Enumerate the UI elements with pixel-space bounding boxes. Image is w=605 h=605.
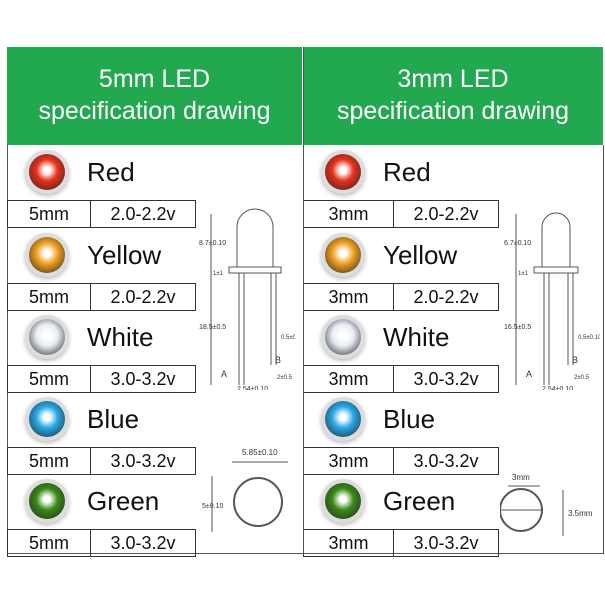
led-icon	[29, 401, 65, 437]
pin-b: B	[572, 355, 578, 365]
led-icon	[325, 319, 361, 355]
color-name: Green	[383, 485, 456, 516]
voltage-cell: 3.0-3.2v	[393, 529, 499, 557]
voltage-cell: 2.0-2.2v	[393, 283, 499, 311]
header-title: 5mm LED	[98, 65, 211, 93]
dim-lead: 18.5±0.5	[199, 324, 226, 331]
left-color-row: White	[7, 310, 303, 364]
dim-lead: 16.5±0.5	[504, 324, 531, 331]
dim-pitch: 2.54±0.10	[237, 386, 268, 390]
dim-height: 8.7±0.10	[199, 240, 226, 247]
dim-height: 6.7±0.10	[504, 240, 531, 247]
voltage-cell: 3.0-3.2v	[393, 365, 499, 393]
size-cell: 3mm	[303, 365, 394, 393]
right-color-row: Blue	[303, 392, 604, 446]
led-icon	[29, 319, 65, 355]
voltage-cell: 2.0-2.2v	[90, 283, 196, 311]
led-icon	[325, 483, 361, 519]
right-color-row: White	[303, 310, 604, 364]
color-name: Yellow	[87, 239, 162, 270]
left-color-row: Blue	[7, 392, 303, 446]
size-cell: 5mm	[7, 529, 91, 557]
led-icon	[29, 154, 65, 190]
color-name: White	[87, 321, 154, 352]
dim-short: 2±0.5	[574, 375, 590, 381]
right-led-side-drawing: 6.7±0.10 1±1 16.5±0.5 0.5±0.10 B A 2±0.5…	[504, 212, 600, 390]
dim-lead-width: 0.5±0.10	[578, 335, 600, 341]
dim-flange: 1±1	[213, 271, 224, 277]
dim-flange: 1±1	[518, 271, 529, 277]
pin-a: A	[526, 369, 532, 379]
color-name: Yellow	[383, 239, 458, 270]
size-cell: 5mm	[7, 200, 91, 228]
right-led-top-drawing: 3mm 3.5mm	[500, 473, 593, 536]
left-color-row: Yellow	[7, 228, 303, 282]
right-header: 3mm LED specification drawing	[303, 47, 604, 145]
left-color-row: Green	[7, 474, 303, 528]
dim-body: 5±0.10	[202, 503, 223, 510]
header-title: 3mm LED	[397, 65, 509, 93]
header-subtitle: specification drawing	[38, 97, 271, 125]
voltage-cell: 3.0-3.2v	[393, 447, 499, 475]
divider	[303, 47, 304, 554]
left-led-side-drawing: 8.7±0.10 1±1 18.5±0.5 0.5±0.10 B A 2±0.5…	[199, 208, 295, 390]
led-icon	[325, 237, 361, 273]
size-cell: 3mm	[303, 283, 394, 311]
color-name: Green	[87, 485, 160, 516]
color-name: Blue	[383, 403, 436, 434]
voltage-cell: 2.0-2.2v	[90, 200, 196, 228]
dim-pitch: 2.54±0.10	[542, 386, 573, 390]
voltage-cell: 3.0-3.2v	[90, 365, 196, 393]
right-color-row: Green	[303, 474, 604, 528]
left-color-row: Red	[7, 145, 303, 199]
size-cell: 5mm	[7, 365, 91, 393]
dim-short: 2±0.5	[277, 375, 293, 381]
color-name: White	[383, 321, 450, 352]
led-icon	[29, 237, 65, 273]
header-subtitle: specification drawing	[336, 97, 570, 125]
led-icon	[29, 483, 65, 519]
pin-a: A	[221, 369, 227, 379]
size-cell: 5mm	[7, 283, 91, 311]
led-icon	[325, 154, 361, 190]
dim-diameter: 5.85±0.10	[242, 448, 278, 457]
color-name: Blue	[87, 403, 140, 434]
left-header: 5mm LED specification drawing	[7, 47, 303, 145]
size-cell: 3mm	[303, 200, 394, 228]
dim-body: 3.5mm	[568, 509, 593, 518]
size-cell: 3mm	[303, 447, 394, 475]
led-icon	[325, 401, 361, 437]
left-led-top-drawing: 5.85±0.10 5±0.10	[202, 448, 288, 532]
size-cell: 5mm	[7, 447, 91, 475]
voltage-cell: 2.0-2.2v	[393, 200, 499, 228]
dim-lead-width: 0.5±0.10	[281, 335, 295, 341]
voltage-cell: 3.0-3.2v	[90, 447, 196, 475]
right-color-row: Yellow	[303, 228, 604, 282]
voltage-cell: 3.0-3.2v	[90, 529, 196, 557]
color-name: Red	[383, 156, 431, 187]
pin-b: B	[275, 355, 281, 365]
dim-diameter: 3mm	[512, 473, 530, 482]
right-color-row: Red	[303, 145, 604, 199]
color-name: Red	[87, 156, 135, 187]
size-cell: 3mm	[303, 529, 394, 557]
